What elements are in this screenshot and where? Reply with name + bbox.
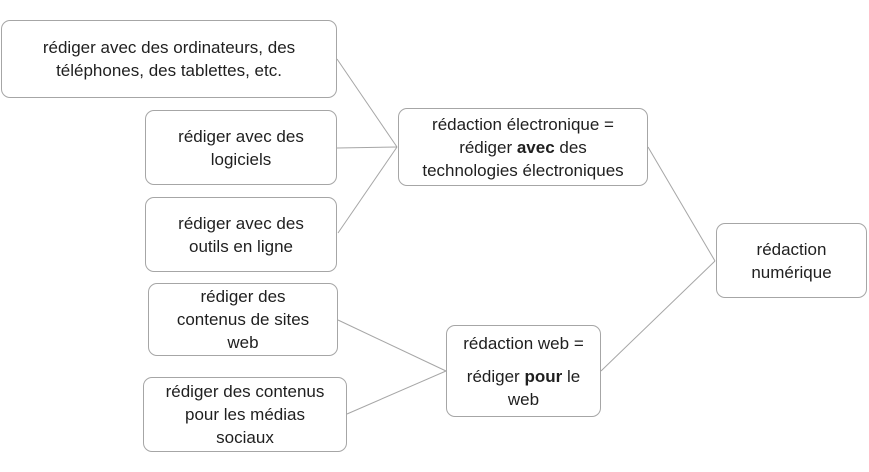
node-text-line: rédaction [756, 239, 827, 259]
node-site-content: rédiger des contenus de sites web [148, 283, 338, 356]
node-web-writing: rédaction web = rédiger pour le web [446, 325, 601, 417]
node-text-line: téléphones, des tablettes, etc. [56, 61, 282, 80]
connector-web-to-digital [600, 260, 716, 372]
connector-site_content-to-web [337, 319, 447, 372]
node-text-line: rédiger avec des [178, 126, 304, 146]
connector-electronic-to-digital [647, 146, 716, 262]
node-online-tools: rédiger avec des outils en ligne [145, 197, 337, 272]
node-text-line: rédiger avec des [178, 213, 304, 233]
node-digital-writing: rédaction numérique [716, 223, 867, 298]
node-social-content: rédiger des contenus pour les médias soc… [143, 377, 347, 452]
node-text-line: pour les médias [184, 405, 305, 424]
node-text-line: rédiger avec des [459, 137, 587, 157]
node-text-line: numérique [751, 262, 832, 282]
node-text-line: web [227, 333, 259, 352]
node-text-line: outils en ligne [189, 236, 293, 256]
node-text-line: rédiger des [200, 287, 286, 306]
connector-social_content-to-web [346, 370, 447, 415]
node-text-line: web [507, 389, 540, 409]
node-text-line: rédaction électronique = [432, 114, 614, 134]
node-text-line: rédaction web = [463, 333, 584, 353]
node-text-line: sociaux [216, 428, 274, 447]
connector-software-to-electronic [336, 146, 398, 149]
node-text-line: rédiger des contenus [165, 382, 325, 401]
connector-online_tools-to-electronic [337, 146, 398, 234]
node-text-line: rédiger pour le [466, 366, 581, 386]
connector-devices-to-electronic [336, 58, 398, 148]
node-software: rédiger avec des logiciels [145, 110, 337, 185]
node-text-line: contenus de sites [176, 310, 310, 329]
node-text-line: rédiger avec des ordinateurs, des [42, 38, 296, 57]
node-devices: rédiger avec des ordinateurs, des téléph… [1, 20, 337, 98]
node-electronic-writing: rédaction électronique = rédiger avec de… [398, 108, 648, 186]
node-text-line: logiciels [210, 149, 272, 169]
node-text-line: technologies électroniques [422, 160, 624, 180]
